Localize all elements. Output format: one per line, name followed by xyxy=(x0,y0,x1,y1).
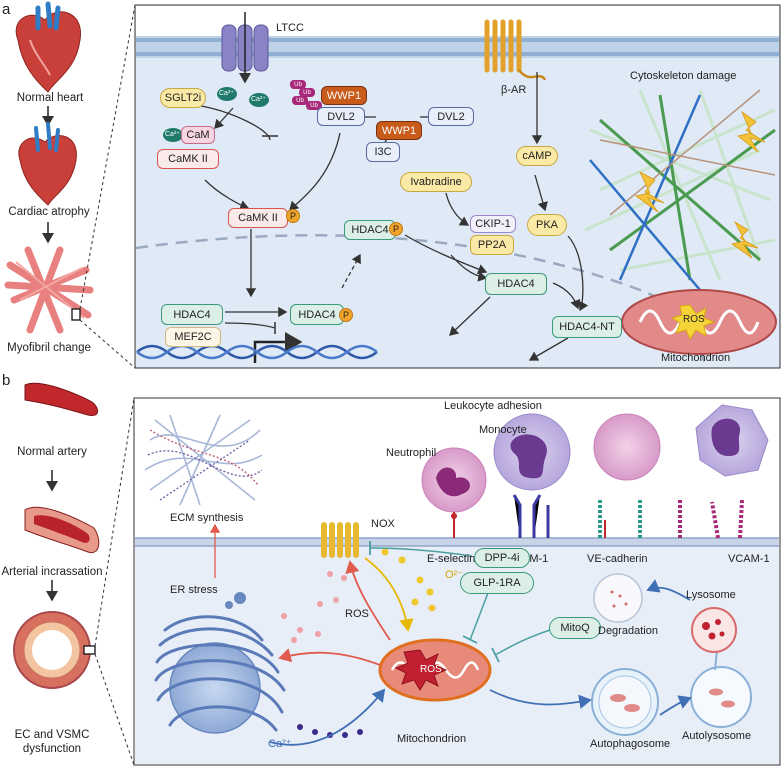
i3c-box: I3C xyxy=(366,142,400,162)
nox-receptor xyxy=(321,522,359,558)
ve-cadherin-molecule xyxy=(598,500,642,538)
sglt2i-box: SGLT2i xyxy=(160,88,206,108)
vessel-cross-section xyxy=(13,611,96,689)
lightning-icon xyxy=(635,171,665,213)
camkii-p-box: CaMK II xyxy=(228,208,288,228)
hdac4-nt-box: HDAC4-NT xyxy=(552,316,622,338)
mitochondrion-a xyxy=(621,289,777,355)
hdac4-p-upper-box: HDAC4 xyxy=(344,220,396,240)
wwp1-top-box: WWP1 xyxy=(321,86,367,105)
thickened-artery-illustration xyxy=(24,506,100,554)
superoxide-label: O²⁻ xyxy=(445,569,464,581)
ltcc-label: LTCC xyxy=(276,22,304,34)
panel-a-letter: a xyxy=(2,1,11,18)
lysosome-label: Lysosome xyxy=(686,589,736,601)
monocyte-cell xyxy=(493,413,571,491)
mitochondrion-b-label: Mitochondrion xyxy=(397,733,467,745)
myofibril-change-label: Myofibril change xyxy=(7,342,91,354)
monocyte-label: Monocyte xyxy=(479,424,527,436)
dpp4i-box: DPP-4i xyxy=(474,548,530,568)
panel-b-letter: b xyxy=(2,372,11,389)
ubiquitin-badge: Ub xyxy=(306,101,322,110)
lymphocyte-cell xyxy=(593,413,661,481)
hdac4-mid-box: HDAC4 xyxy=(485,273,547,295)
autolysosome-label: Autolysosome xyxy=(682,730,752,742)
ca-ion-label: Ca²⁺ xyxy=(251,96,266,103)
dna-helix xyxy=(136,344,378,360)
normal-artery-label: Normal artery xyxy=(17,446,87,458)
arterial-incrassation-label: Arterial incrassation xyxy=(1,566,103,578)
lightning-icon xyxy=(737,110,766,153)
mitoq-box: MitoQ xyxy=(549,617,601,639)
neutrophil-cell xyxy=(421,447,487,513)
cardiac-atrophy-label: Cardiac atrophy xyxy=(8,206,90,218)
myofibril-illustration xyxy=(4,246,94,334)
ec-vsmc-label: EC and VSMC dysfunction xyxy=(14,729,90,755)
mitochondrion-b xyxy=(378,638,492,702)
normal-heart-label: Normal heart xyxy=(16,92,84,104)
phosphate-badge: P xyxy=(389,222,403,236)
e-selectin-molecule xyxy=(451,512,457,538)
ros-particles xyxy=(281,571,347,643)
cytoskeleton-damage-label: Cytoskeleton damage xyxy=(630,70,737,82)
cytoskeleton-fibers xyxy=(584,89,776,291)
nox-label: NOX xyxy=(371,518,395,530)
wwp1-mid-box: WWP1 xyxy=(376,121,422,140)
autophagosome-label: Autophagosome xyxy=(590,738,671,750)
icam1-molecule xyxy=(512,494,550,538)
mef2c-box: MEF2C xyxy=(165,327,221,347)
ubiquitin-badge: Ub xyxy=(292,96,308,105)
dvl2-left-box: DVL2 xyxy=(317,107,365,126)
er-nucleus xyxy=(154,592,286,734)
ckip1-box: CKIP-1 xyxy=(470,215,516,233)
camkii-box: CaMK II xyxy=(157,149,219,169)
beta-ar-label: β-AR xyxy=(501,84,527,96)
ubiquitin-badge: Ub xyxy=(290,80,306,89)
ubiquitin-badge: Ub xyxy=(299,88,315,97)
mitochondrion-a-label: Mitochondrion xyxy=(661,352,731,364)
degradation-label: Degradation xyxy=(598,625,658,637)
cam-box: CaM xyxy=(181,126,215,144)
ecm-synthesis-label: ECM synthesis xyxy=(170,512,244,524)
e-selectin-label: E-selectin xyxy=(427,553,476,565)
normal-artery-illustration xyxy=(24,383,98,417)
macrophage-cell xyxy=(695,404,769,477)
ros-a-label: ROS xyxy=(683,314,705,325)
neutrophil-label: Neutrophil xyxy=(386,447,437,459)
ca-ion-label: Ca²⁺ xyxy=(165,131,180,138)
glp1ra-box: GLP-1RA xyxy=(460,572,534,594)
ca-ion-label: Ca²⁺ xyxy=(219,90,234,97)
calcium-label: Ca²⁺ xyxy=(268,738,292,750)
pka-box: PKA xyxy=(527,214,567,236)
autophagosome-structure xyxy=(591,668,659,736)
normal-heart-illustration xyxy=(15,1,81,93)
hdac4-p-lower-box: HDAC4 xyxy=(290,304,344,325)
pp2a-box: PP2A xyxy=(470,235,514,255)
lightning-icon xyxy=(731,220,759,259)
ltcc-channel xyxy=(221,12,269,84)
leukocyte-adhesion-label: Leukocyte adhesion xyxy=(444,400,542,412)
hdac4-left-box: HDAC4 xyxy=(161,304,223,325)
dvl2-right-box: DVL2 xyxy=(428,107,474,126)
atrophic-heart-illustration xyxy=(18,122,77,206)
degradation-structure xyxy=(593,573,643,623)
vcam1-molecule xyxy=(678,499,744,539)
ve-cadherin-label: VE-cadherin xyxy=(587,553,648,565)
vcam1-label: VCAM-1 xyxy=(728,553,770,565)
phosphate-badge: P xyxy=(286,209,300,223)
superoxide-particles xyxy=(381,548,436,612)
phosphate-badge: P xyxy=(339,308,353,322)
ecm-fibers xyxy=(144,414,263,506)
ros-label: ROS xyxy=(345,608,369,620)
lysosome-structure xyxy=(691,607,737,653)
er-stress-label: ER stress xyxy=(170,584,218,596)
ivabradine-box: Ivabradine xyxy=(400,172,472,192)
beta-ar-receptor xyxy=(484,19,547,81)
camp-box: cAMP xyxy=(516,146,558,166)
ros-mito-label: ROS xyxy=(420,664,442,675)
